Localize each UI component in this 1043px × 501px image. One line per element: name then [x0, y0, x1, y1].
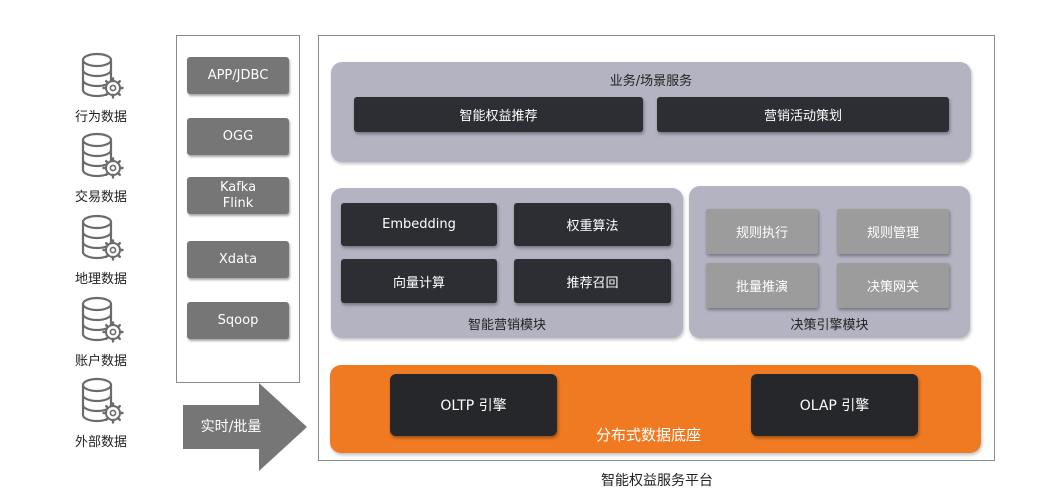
- database-gear-icon: [70, 375, 132, 427]
- connector-item[interactable]: Sqoop: [187, 302, 289, 339]
- connector-label: APP/JDBC: [207, 67, 269, 83]
- data-source-label: 外部数据: [74, 435, 127, 450]
- olap-engine[interactable]: OLAP 引擎: [751, 374, 918, 436]
- data-source-item: 外部数据: [70, 375, 132, 450]
- oltp-engine[interactable]: OLTP 引擎: [390, 374, 557, 436]
- data-source-label: 行为数据: [74, 110, 127, 125]
- business-item-recommend[interactable]: 智能权益推荐: [354, 97, 643, 132]
- data-source-label: 账户数据: [74, 354, 127, 369]
- database-gear-icon: [70, 130, 132, 182]
- connector-item[interactable]: OGG: [187, 118, 289, 155]
- platform-caption: 智能权益服务平台: [601, 473, 713, 489]
- data-source-label: 交易数据: [74, 190, 127, 205]
- decision-item-batch-simulate[interactable]: 批量推演: [706, 263, 818, 308]
- marketing-item-vector-compute[interactable]: 向量计算: [341, 259, 497, 303]
- arrow-label: 实时/批量: [200, 419, 262, 435]
- marketing-item-recall[interactable]: 推荐召回: [514, 259, 671, 303]
- marketing-item-weight-algorithm[interactable]: 权重算法: [514, 203, 671, 246]
- decision-item-rule-exec[interactable]: 规则执行: [706, 209, 818, 254]
- decision-item-rule-manage[interactable]: 规则管理: [837, 209, 949, 254]
- connector-label: Sqoop: [217, 312, 259, 328]
- business-item-campaign[interactable]: 营销活动策划: [657, 97, 949, 132]
- connector-item[interactable]: APP/JDBC: [187, 57, 289, 94]
- connector-label: OGG: [222, 128, 254, 144]
- data-base-title: 分布式数据底座: [596, 426, 702, 444]
- data-source-item: 账户数据: [70, 294, 132, 369]
- data-source-item: 行为数据: [70, 50, 132, 125]
- connector-item[interactable]: Xdata: [187, 241, 289, 278]
- decision-item-gateway[interactable]: 决策网关: [837, 263, 949, 308]
- arrow-right-icon: [183, 383, 307, 471]
- data-source-item: 地理数据: [70, 212, 132, 287]
- marketing-item-embedding[interactable]: Embedding: [341, 203, 497, 246]
- business-title: 业务/场景服务: [609, 74, 693, 89]
- connector-item[interactable]: Kafka Flink: [187, 177, 289, 214]
- database-gear-icon: [70, 212, 132, 264]
- database-gear-icon: [70, 50, 132, 102]
- data-source-item: 交易数据: [70, 130, 132, 205]
- decision-module-title: 决策引擎模块: [790, 318, 869, 333]
- database-gear-icon: [70, 294, 132, 346]
- connector-label: Xdata: [218, 251, 258, 267]
- marketing-module-title: 智能营销模块: [467, 318, 546, 333]
- data-source-label: 地理数据: [74, 272, 127, 287]
- connector-label: Kafka Flink: [219, 179, 257, 211]
